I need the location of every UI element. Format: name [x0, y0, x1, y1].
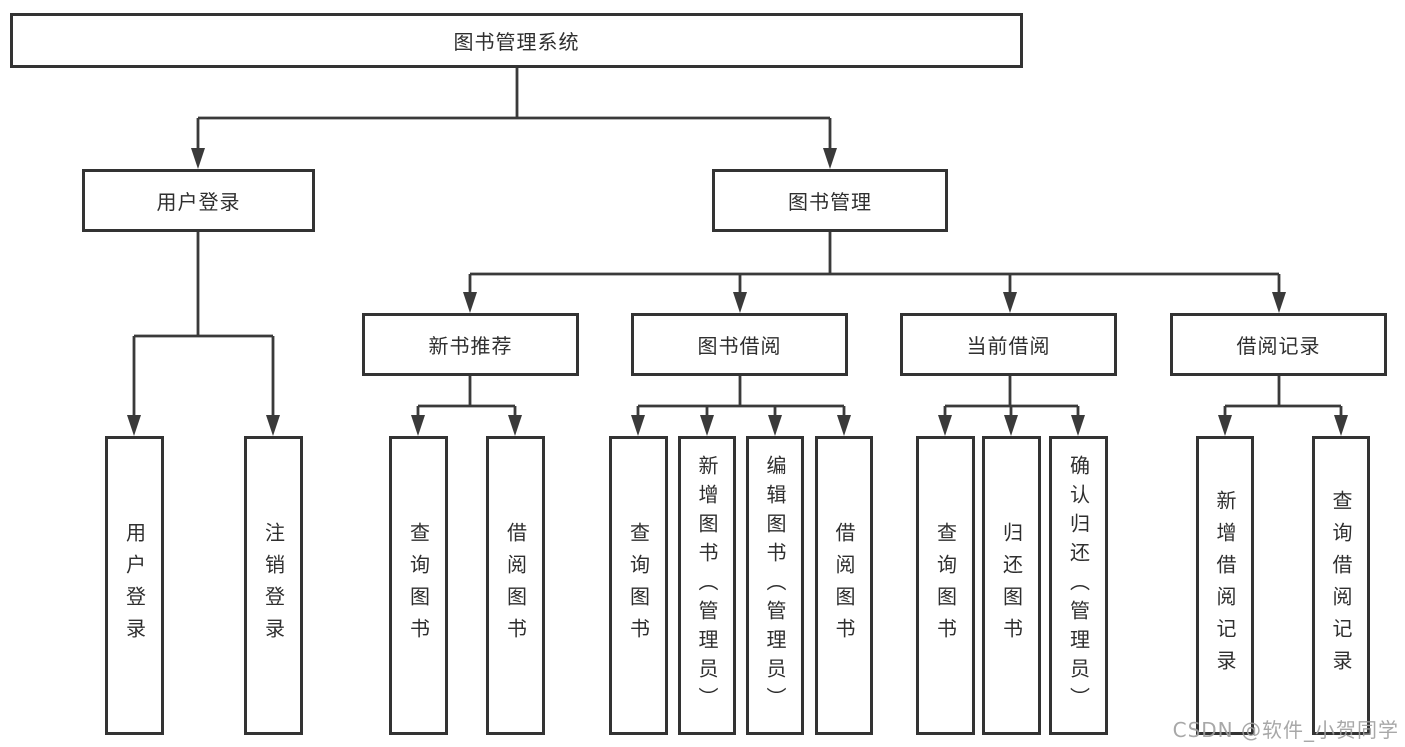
connector-root-to-level2: [196, 68, 832, 150]
connector-user-login-to-leaves: [132, 232, 275, 417]
leaf-current-return-books-label: 归还图书: [999, 521, 1024, 650]
connector-book-borrow-to-leaves: [636, 376, 846, 417]
leaf-newrec-query-books-label: 查询图书: [406, 521, 431, 650]
node-book-management-label: 图书管理: [788, 190, 872, 214]
leaf-borrow-query-books-label: 查询图书: [626, 521, 651, 650]
node-user-login-label: 用户登录: [156, 190, 241, 214]
leaf-user-login: 用户登录: [105, 436, 164, 735]
node-book-borrow-label: 图书借阅: [697, 334, 782, 358]
connector-book-management-to-level3: [468, 232, 1281, 294]
leaf-current-confirm-return-admin: 确认归还（管理员）: [1049, 436, 1108, 735]
node-borrow-records-label: 借阅记录: [1236, 334, 1321, 358]
connector-borrow-records-to-leaves: [1223, 376, 1343, 417]
leaf-borrow-query-books: 查询图书: [609, 436, 668, 735]
node-new-book-recommend-label: 新书推荐: [428, 334, 513, 358]
node-book-management: 图书管理: [712, 169, 948, 232]
leaf-newrec-borrow-books: 借阅图书: [486, 436, 545, 735]
leaf-borrow-add-book-admin-label: 新增图书（管理员）: [695, 455, 719, 716]
connector-current-borrow-to-leaves: [943, 376, 1080, 417]
node-user-login: 用户登录: [82, 169, 315, 232]
leaf-user-login-label: 用户登录: [122, 521, 147, 650]
leaf-borrow-edit-book-admin: 编辑图书（管理员）: [746, 436, 804, 735]
leaf-records-add-record: 新增借阅记录: [1196, 436, 1254, 735]
watermark: CSDN @软件_小贺同学: [1172, 718, 1399, 742]
leaf-records-query-record-label: 查询借阅记录: [1329, 489, 1353, 682]
leaf-logout-label: 注销登录: [261, 521, 286, 650]
leaf-current-confirm-return-admin-label: 确认归还（管理员）: [1066, 455, 1091, 716]
leaf-current-query-books: 查询图书: [916, 436, 975, 735]
node-current-borrow: 当前借阅: [900, 313, 1117, 376]
node-root: 图书管理系统: [10, 13, 1023, 68]
leaf-borrow-add-book-admin: 新增图书（管理员）: [678, 436, 736, 735]
leaf-borrow-borrow-books-label: 借阅图书: [832, 521, 856, 650]
connector-new-book-recommend-to-leaves: [416, 376, 517, 417]
node-borrow-records: 借阅记录: [1170, 313, 1387, 376]
leaf-current-return-books: 归还图书: [982, 436, 1041, 735]
node-book-borrow: 图书借阅: [631, 313, 848, 376]
leaf-records-add-record-label: 新增借阅记录: [1213, 489, 1237, 682]
leaf-borrow-borrow-books: 借阅图书: [815, 436, 873, 735]
node-current-borrow-label: 当前借阅: [966, 334, 1051, 358]
node-new-book-recommend: 新书推荐: [362, 313, 579, 376]
leaf-borrow-edit-book-admin-label: 编辑图书（管理员）: [763, 455, 787, 716]
leaf-newrec-borrow-books-label: 借阅图书: [503, 521, 528, 650]
node-root-label: 图书管理系统: [453, 30, 580, 54]
leaf-logout: 注销登录: [244, 436, 303, 735]
leaf-newrec-query-books: 查询图书: [389, 436, 448, 735]
leaf-current-query-books-label: 查询图书: [933, 521, 958, 650]
leaf-records-query-record: 查询借阅记录: [1312, 436, 1370, 735]
